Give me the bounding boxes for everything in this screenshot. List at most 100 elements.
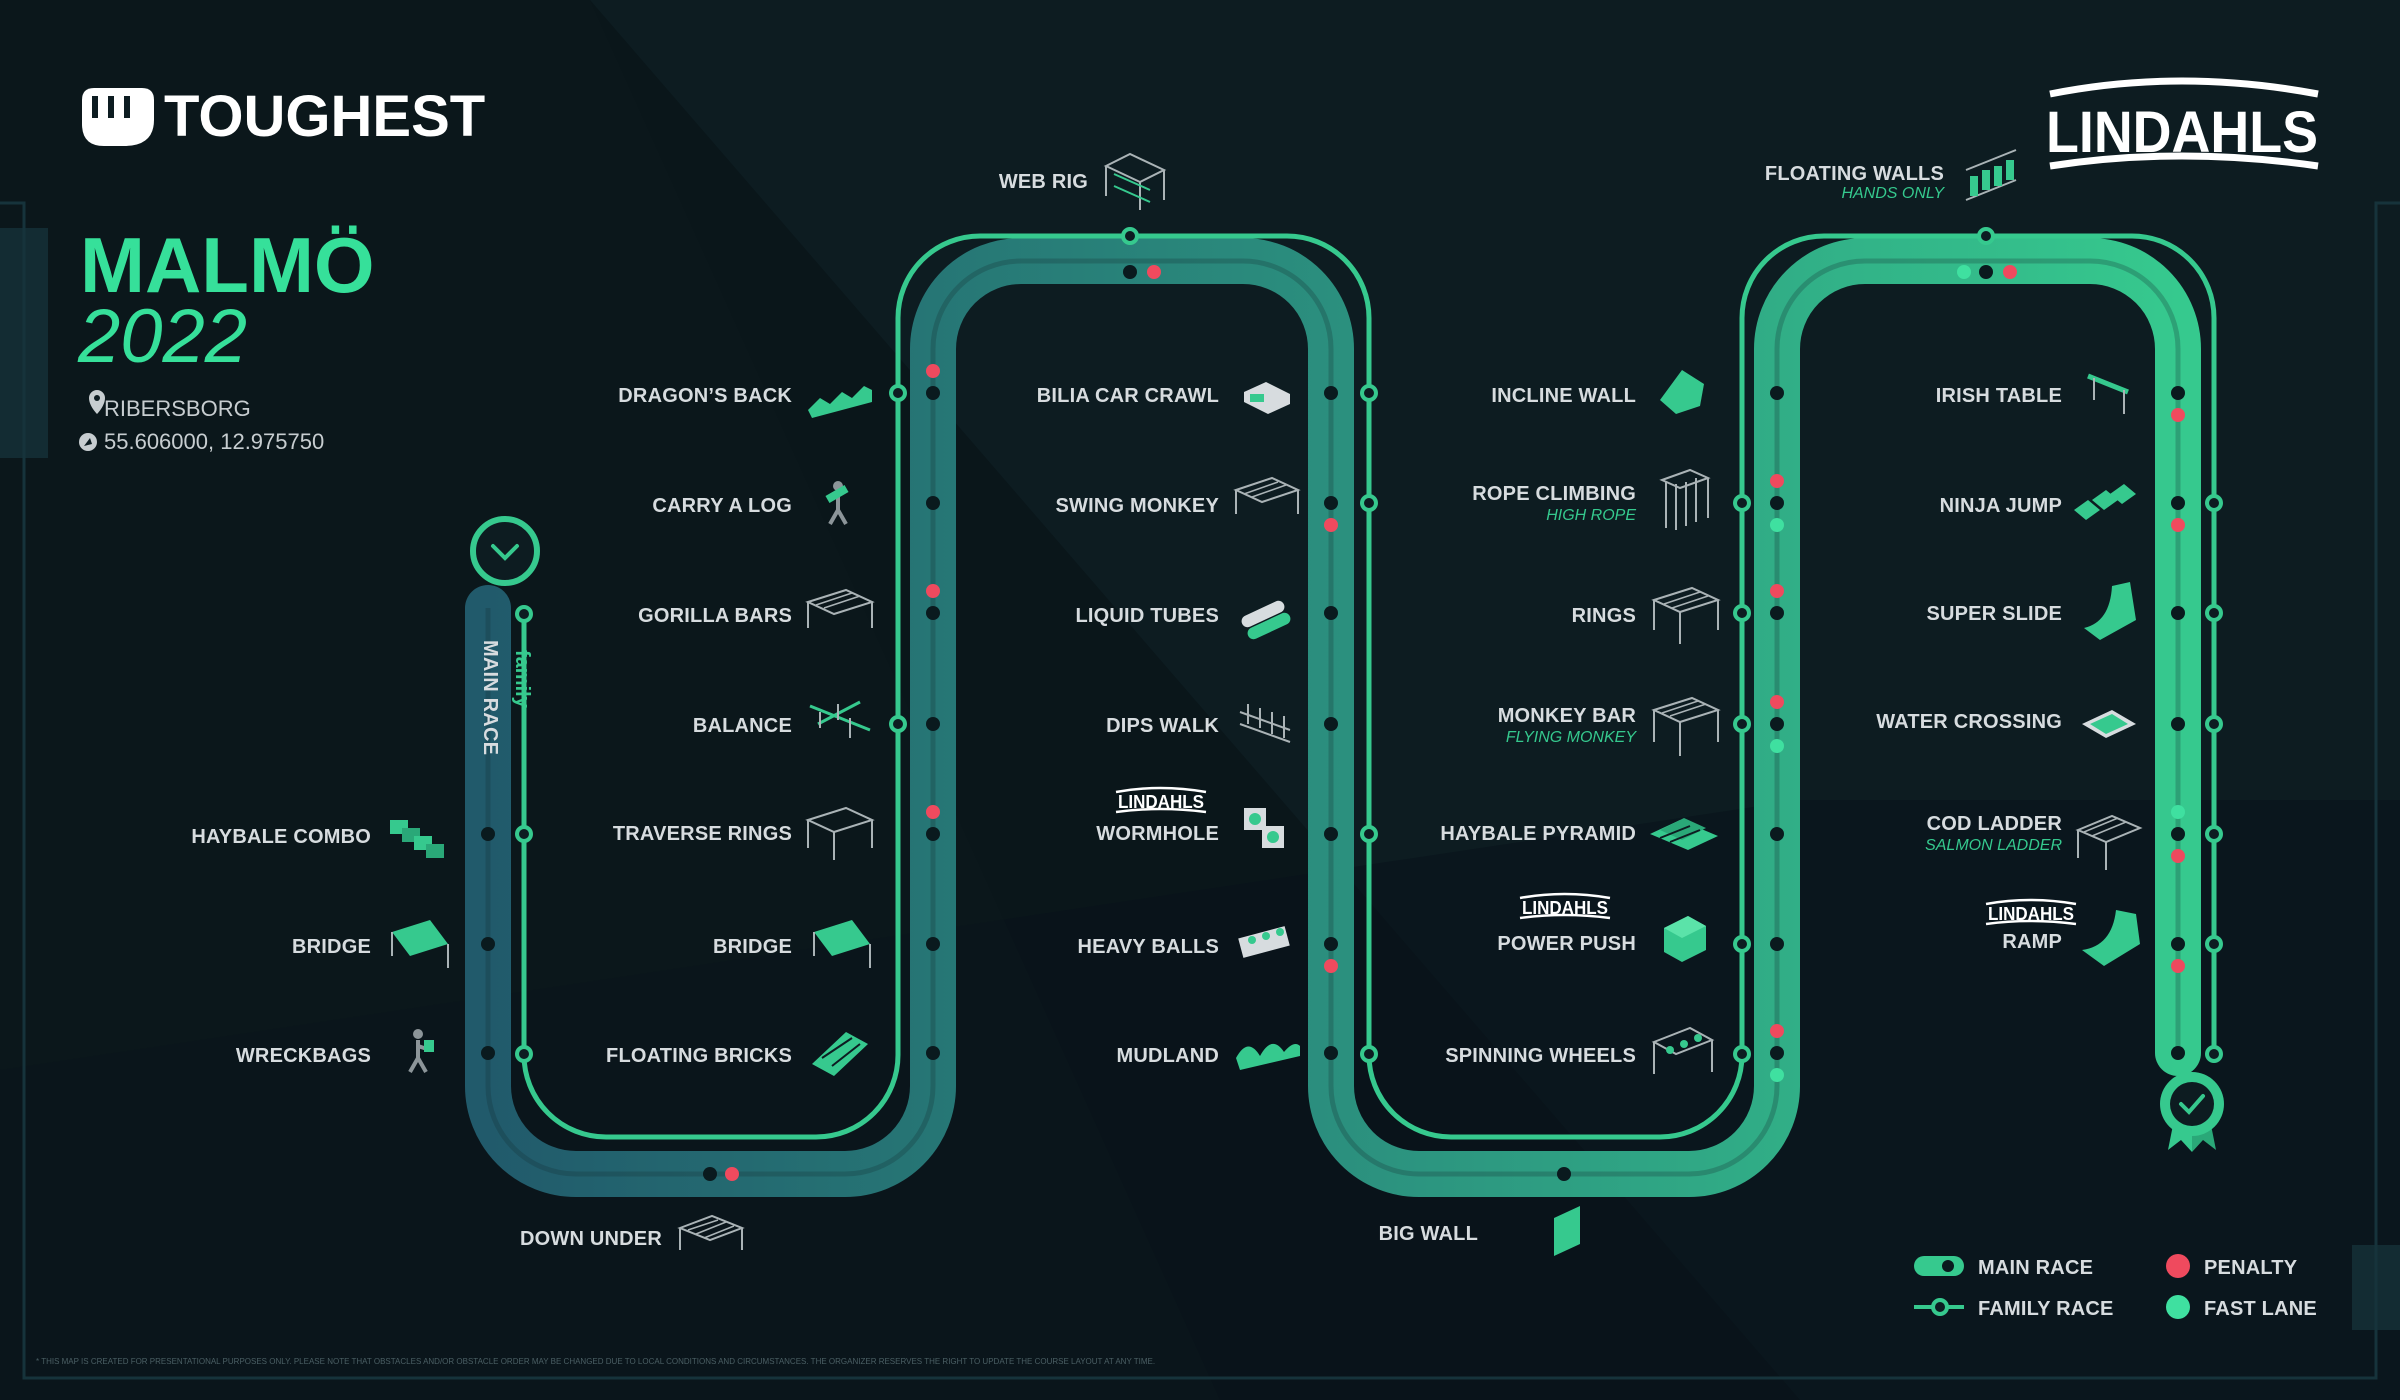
wormhole-icon [1244,808,1284,848]
start-marker[interactable] [470,516,540,586]
fast-lane-dot [1770,1068,1784,1082]
swing-frame-icon [1233,476,1301,514]
web-rig-icon [1103,152,1167,210]
tubes-icon [1241,600,1291,640]
car-icon [1244,382,1290,414]
push-box-icon [1664,916,1706,962]
lindahls-logo: LINDAHLS [2046,77,2319,170]
obstacle-super-slide: SUPER SLIDE [1926,603,2062,625]
station-dot [926,827,940,841]
legend-penalty-swatch [2166,1254,2190,1278]
obstacle-incline-wall: INCLINE WALL [1491,385,1636,407]
partner-name: LINDAHLS [2046,100,2318,165]
penalty-dots [725,265,2185,1181]
station-dot [926,386,940,400]
station-dot [1324,606,1338,620]
station-dot [1770,937,1784,951]
partner-badge-text: LINDAHLS [1988,904,2074,924]
fast-lane-dots [1770,265,2185,1082]
bars-frame-icon [805,588,875,628]
family-station [515,825,533,843]
family-station [515,1045,533,1063]
heavy-balls-icon [1238,926,1290,958]
station-dot [481,937,495,951]
obstacle-bridge-2: BRIDGE [713,936,792,958]
obstacle-down-under: DOWN UNDER [520,1228,662,1250]
legend-fast-lane-swatch [2166,1295,2190,1319]
rings-frame-icon [1651,586,1721,644]
fast-lane-dot [1770,518,1784,532]
penalty-dot [2171,518,2185,532]
family-station [2205,494,2223,512]
family-station [1733,604,1751,622]
obstacle-monkey-bar-sub: FLYING MONKEY [1506,729,1637,746]
start-ring [470,516,540,586]
family-race-track [521,233,2217,1140]
station-dot [2171,1046,2185,1060]
obstacle-rope-climbing: ROPE CLIMBING [1472,483,1636,505]
penalty-dot [1770,1024,1784,1038]
obstacle-water-crossing: WATER CROSSING [1876,711,2062,733]
obstacle-cod-ladder-sub: SALMON LADDER [1925,837,2062,854]
station-dot [2171,827,2185,841]
family-station [1977,227,1995,245]
fast-lane-dot [2171,805,2185,819]
steps-icon [808,386,872,418]
lindahls-badge-wormhole: LINDAHLS [1115,786,1207,814]
station-dot [2171,937,2185,951]
legend-fast-lane: FAST LANE [2204,1298,2317,1320]
finish-medal-inner [2170,1082,2214,1126]
obstacle-monkey-bar: MONKEY BAR [1498,705,1637,727]
station-dot [1324,827,1338,841]
person-log-icon [825,481,849,525]
obstacle-floating-walls: FLOATING WALLS [1765,163,1944,185]
obstacle-gorilla-bars: GORILLA BARS [638,605,792,627]
bridge-icon [813,920,871,968]
fist-gap [108,96,114,118]
obstacle-power-push: POWER PUSH [1497,933,1636,955]
rings-frame-icon [805,806,875,860]
logo-arc-top [2049,77,2319,98]
legend-family-race: FAMILY RACE [1978,1298,2114,1320]
station-dot [926,606,940,620]
water-crossing-icon [2082,710,2136,738]
monkey-bars-icon [1651,696,1721,756]
partner-badge-text: LINDAHLS [1118,792,1204,812]
family-station [2205,1045,2223,1063]
fist-gap [124,96,130,118]
obstacle-floating-walls-sub: HANDS ONLY [1841,185,1945,202]
ninja-jump-icon [2074,484,2136,520]
compass-needle [84,438,92,446]
obstacle-ninja-jump: NINJA JUMP [1940,495,2062,517]
penalty-dot [1770,584,1784,598]
finish-badge [2160,1072,2224,1152]
penalty-dot [2171,408,2185,422]
obstacle-balance: BALANCE [693,715,792,737]
wall-icon [1554,1206,1580,1256]
obstacle-haybale-combo: HAYBALE COMBO [191,826,371,848]
balance-beam-icon [809,700,871,738]
frame-border [0,201,2400,1380]
family-station [1360,384,1378,402]
ladder-frame-icon [2075,814,2143,870]
station-dot [2171,606,2185,620]
family-station [1360,494,1378,512]
station-dot [1557,1167,1571,1181]
disclaimer: * THIS MAP IS CREATED FOR PRESENTATIONAL… [36,1357,1155,1366]
station-dot [1123,265,1137,279]
family-station [2205,935,2223,953]
penalty-dot [1770,695,1784,709]
mud-hills-icon [1236,1043,1300,1070]
person-carry-icon [408,1029,434,1073]
wheels-frame-icon [1651,1026,1715,1074]
obstacle-irish-table: IRISH TABLE [1936,385,2062,407]
obstacle-wreckbags: WRECKBAGS [236,1045,371,1067]
penalty-dot [1147,265,1161,279]
obstacle-big-wall: BIG WALL [1379,1223,1478,1245]
penalty-dot [926,364,940,378]
main-race-track-label: MAIN RACE [479,640,501,755]
obstacle-haybale-pyramid: HAYBALE PYRAMID [1440,823,1636,845]
legend-main-race-swatch [1914,1256,1964,1276]
penalty-dot [926,584,940,598]
